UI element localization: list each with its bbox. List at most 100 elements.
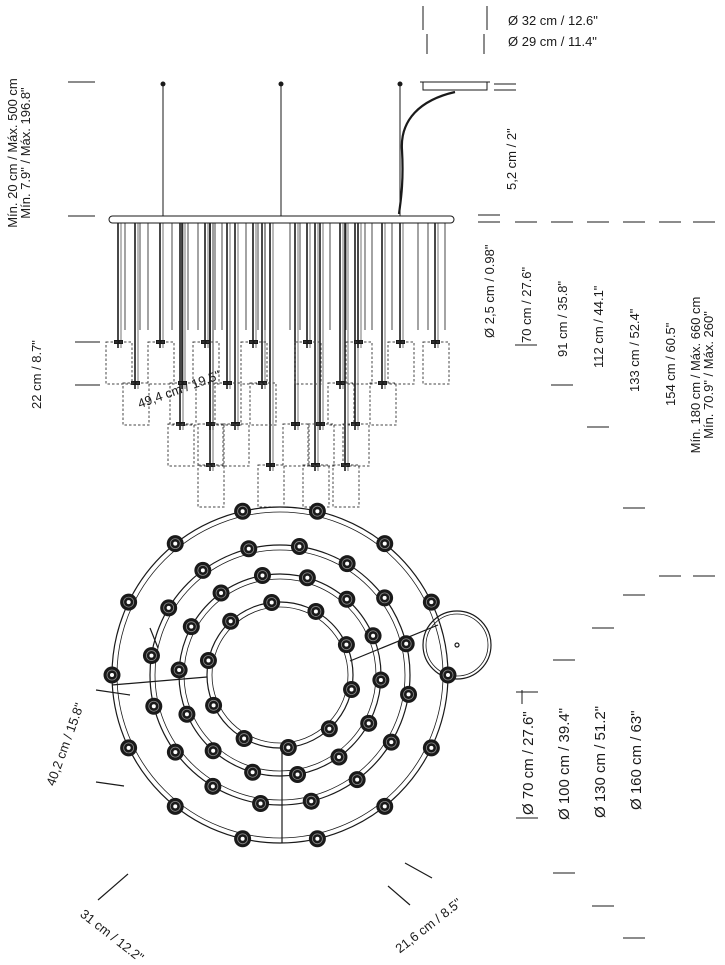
lamp-holder (114, 340, 123, 344)
lamp-disc-ring (215, 587, 227, 599)
glass-shade (327, 382, 355, 426)
lamp-disc-center (327, 726, 332, 731)
lamp-disc-ring (148, 700, 160, 712)
lamp-disc-ring (379, 538, 391, 550)
lamp-holder (131, 381, 140, 385)
lamp-disc-center (366, 721, 371, 726)
glass-shades (105, 341, 450, 508)
lamp-disc-ring (181, 708, 193, 720)
lamp-holder (303, 340, 312, 344)
lamp-disc-ring (305, 795, 317, 807)
lamp-holder (156, 340, 165, 344)
lamp-disc-center (336, 755, 341, 760)
glass-shade (249, 382, 277, 426)
lamp-holder (378, 381, 387, 385)
cable-length-line2: Mín. 7.9" / Máx. 196.8" (18, 87, 33, 219)
ring-diameter-100-label: Ø 100 cm / 39.4" (556, 707, 573, 820)
glass-shade (345, 341, 373, 385)
lamp-disc-center (344, 597, 349, 602)
lamp-holder (431, 340, 440, 344)
lamp-disc-center (151, 704, 156, 709)
lamp-disc-ring (385, 736, 397, 748)
canopy-height-label: 5,2 cm / 2" (504, 128, 519, 190)
lamp-disc-ring (237, 505, 249, 517)
ring-inner (116, 511, 444, 839)
lamp-disc-center (240, 509, 245, 514)
lamp-disc-ring (163, 602, 175, 614)
lamp-disc-center (315, 509, 320, 514)
lamp-disc-center (110, 673, 114, 677)
lamp-disc-ring (225, 615, 237, 627)
lamp-disc-center (313, 609, 318, 614)
leader (97, 873, 129, 901)
lamp-disc-center (297, 544, 302, 549)
leader (387, 885, 411, 906)
shade-height-label: 22 cm / 8.7" (29, 340, 44, 409)
glass-shade (282, 423, 310, 467)
spoke (111, 676, 208, 686)
lamp-disc-ring (363, 717, 375, 729)
tier-height-2-label: 91 cm / 35.8" (555, 280, 570, 357)
lamp-holder (266, 463, 275, 467)
total-height-label: Mín. 180 cm / Máx. 660 cm Mín. 70.9" / M… (688, 280, 716, 470)
lamp-disc-center (206, 658, 211, 663)
canopy-plan (422, 610, 492, 680)
lamp-disc-center (389, 740, 394, 745)
ring-diameter-160-label: Ø 160 cm / 63" (628, 710, 645, 810)
lamp-holder (206, 463, 215, 467)
lamp-holder (201, 340, 210, 344)
lamp-disc-ring (123, 742, 135, 754)
cable-clamp-left (160, 81, 166, 87)
lamp-holder (354, 340, 363, 344)
glass-shade (147, 341, 175, 385)
lamp-disc-center (382, 804, 387, 809)
glass-shade (257, 464, 285, 508)
glass-shade (342, 423, 370, 467)
lamp-disc-ring (197, 564, 209, 576)
lamp-disc-center (345, 561, 350, 566)
lamp-disc-ring (146, 650, 157, 661)
lamp-disc-center (309, 799, 314, 804)
glass-shade (294, 341, 322, 385)
lamp-disc-center (371, 633, 376, 638)
ring-inner (183, 578, 377, 772)
lamp-disc-ring (207, 780, 219, 792)
dimension-lines (68, 6, 715, 939)
lamp-disc-center (200, 568, 205, 573)
lamp-holder (223, 381, 232, 385)
lamp-disc-ring (341, 558, 353, 570)
glass-shade (240, 341, 268, 385)
ring-outer (111, 506, 449, 844)
lamp-disc-center (406, 692, 411, 697)
lamp-holder (341, 463, 350, 467)
lamp-disc-center (166, 605, 171, 610)
glass-shade (197, 464, 225, 508)
tier-height-1-label: 70 cm / 27.6" (519, 266, 534, 343)
lamp-disc-ring (311, 833, 323, 845)
lamp-disc-ring (294, 541, 305, 552)
glass-shade (222, 423, 250, 467)
total-height-line2: Mín. 70.9" / Máx. 260" (701, 311, 716, 439)
lamp-disc-ring (400, 638, 412, 650)
pendant-rods (114, 223, 446, 471)
lamp-disc-ring (203, 655, 214, 666)
glass-shade (387, 341, 415, 385)
lamp-disc-center (260, 573, 265, 578)
glass-shade (369, 382, 397, 426)
cable-clamp-middle (278, 81, 284, 87)
lamp-holder (316, 422, 325, 426)
lamp-disc-ring (346, 684, 357, 695)
lamp-holder (249, 340, 258, 344)
lamp-disc-center (228, 619, 233, 624)
leader (95, 781, 125, 787)
lamp-disc-center (211, 703, 216, 708)
lamp-disc-ring (333, 751, 345, 763)
tier-height-4-label: 133 cm / 52.4" (627, 308, 642, 392)
ring-diameter-130-label: Ø 130 cm / 51.2" (592, 705, 609, 818)
lamp-disc-center (240, 836, 245, 841)
lamp-disc-center (126, 600, 131, 605)
lamp-disc-ring (173, 664, 185, 676)
lamp-disc-ring (403, 689, 414, 700)
lamp-disc-ring (442, 669, 454, 681)
